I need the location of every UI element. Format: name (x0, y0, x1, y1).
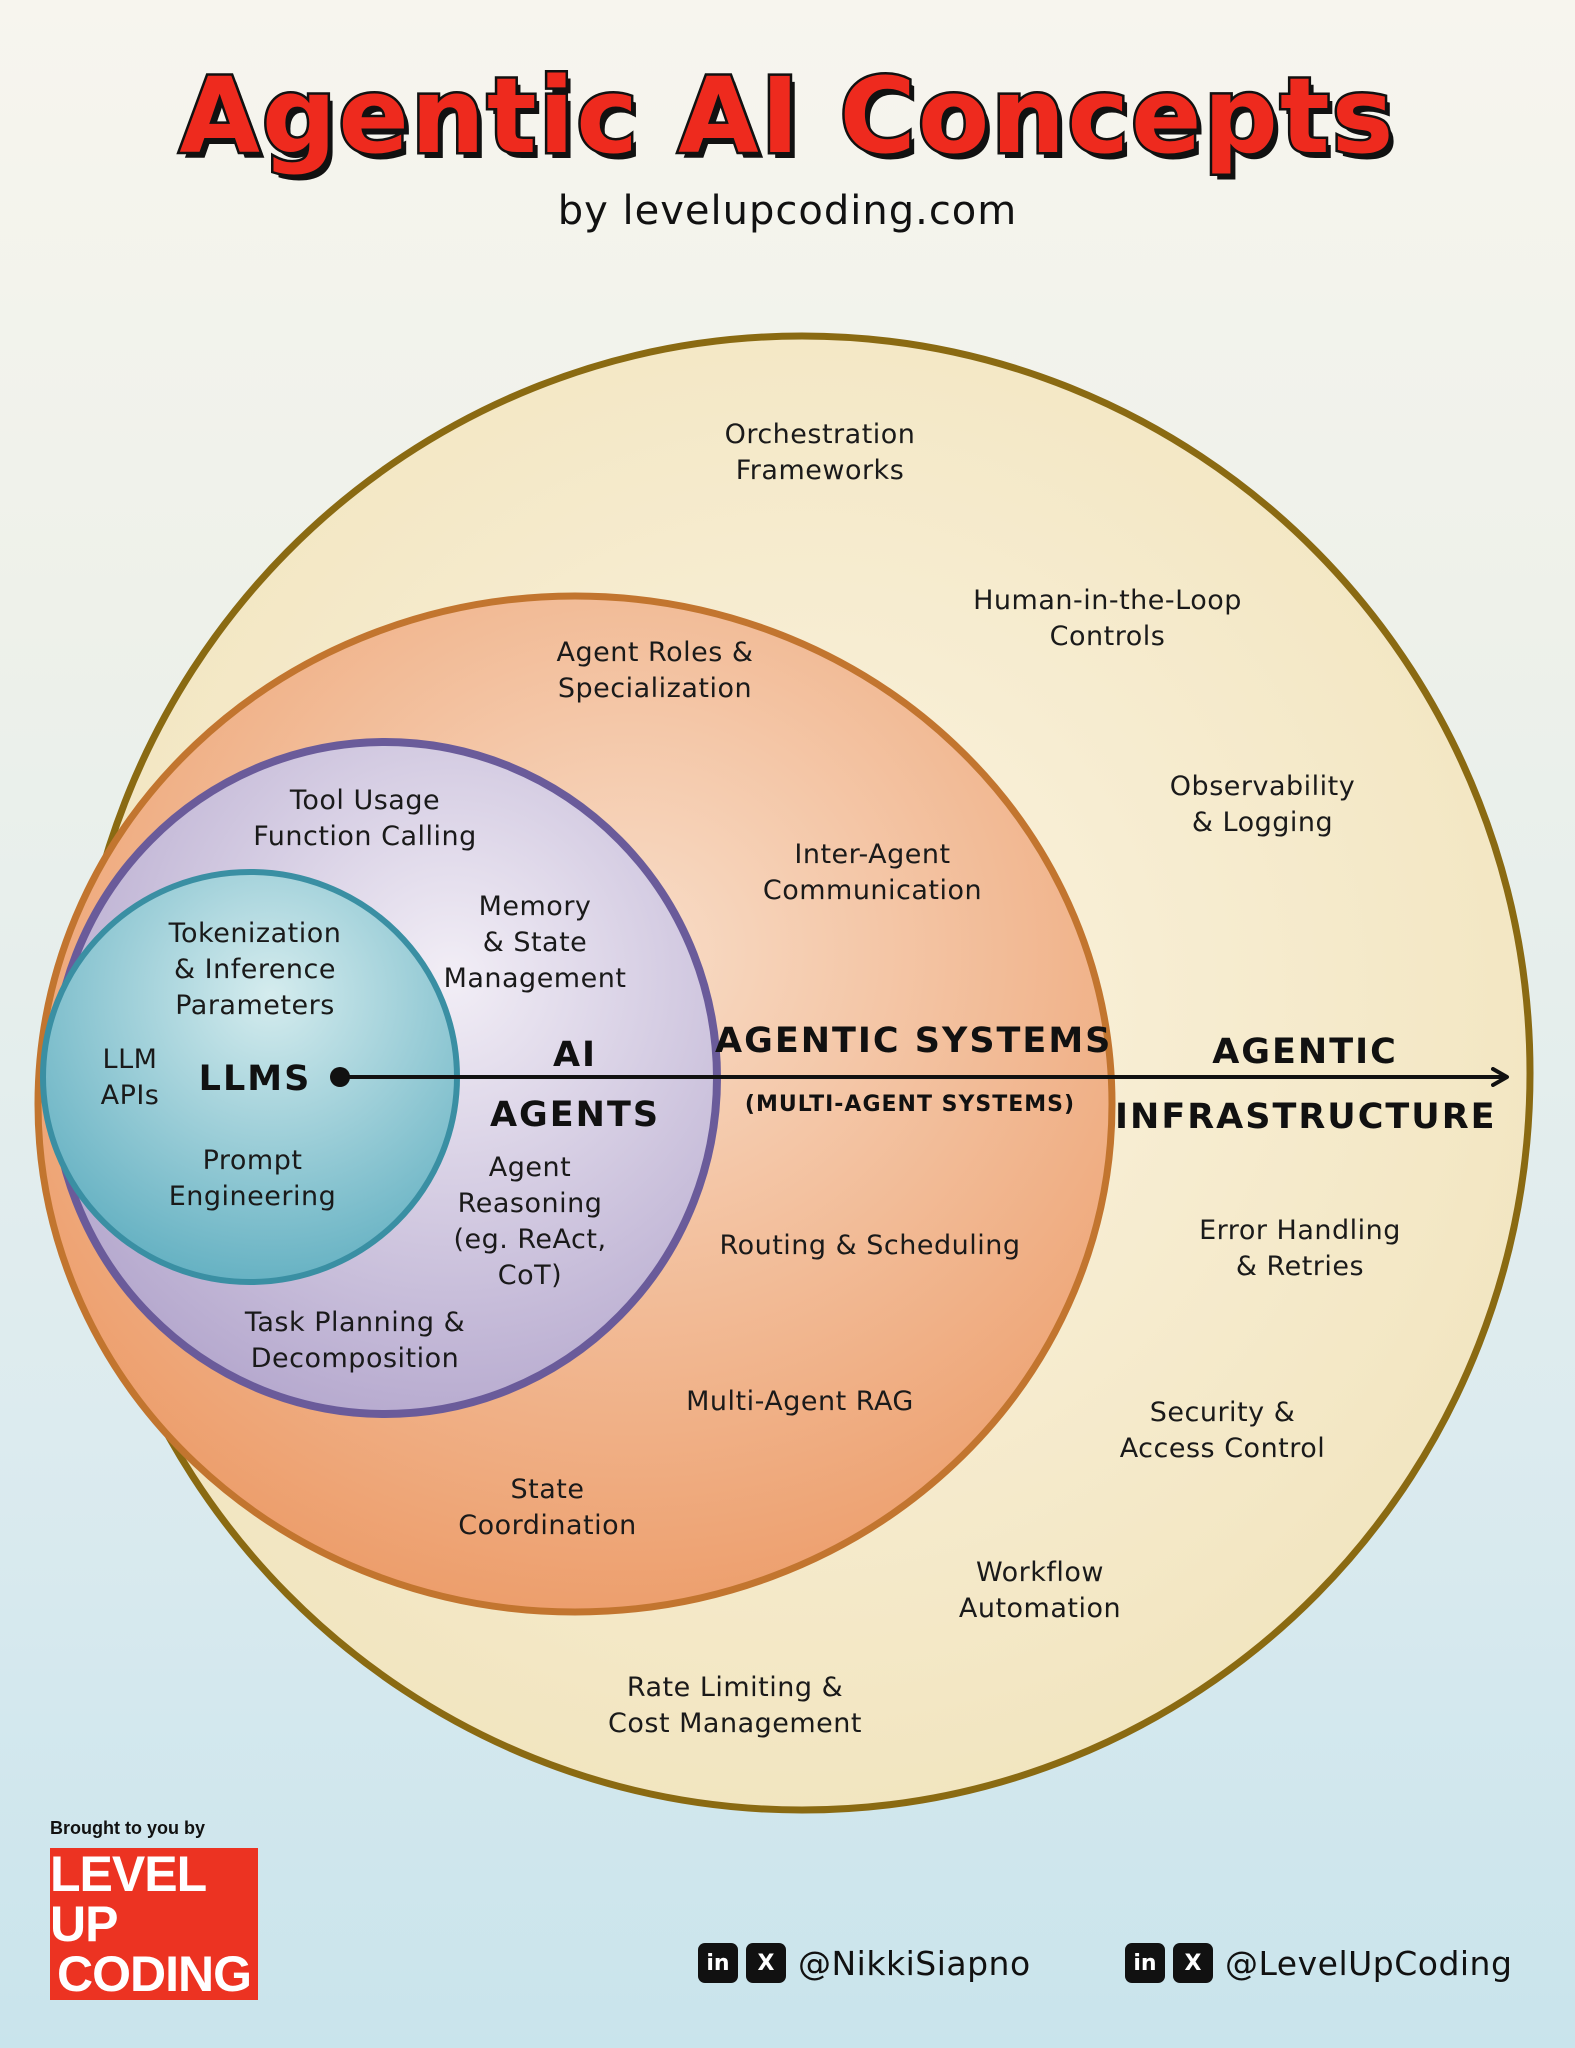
x-icon[interactable]: X (746, 1943, 786, 1983)
social-handle[interactable]: @LevelUpCoding (1225, 1943, 1513, 1983)
llms-heading: LLMS (198, 1059, 312, 1099)
linkedin-icon[interactable]: in (1125, 1943, 1165, 1983)
brought-to-you-by: Brought to you by (50, 1818, 205, 1838)
security-access-label: Security &Access Control (1119, 1397, 1326, 1464)
error-handling-label: Error Handling& Retries (1199, 1215, 1401, 1282)
page-subtitle: by levelupcoding.com (557, 188, 1018, 234)
routing-scheduling-label: Routing & Scheduling (719, 1230, 1021, 1261)
linkedin-icon[interactable]: in (698, 1943, 738, 1983)
task-planning-label: Task Planning &Decomposition (244, 1307, 466, 1374)
multi-agent-systems-subheading: (MULTI-AGENT SYSTEMS) (744, 1092, 1076, 1117)
social-handle[interactable]: @NikkiSiapno (798, 1943, 1031, 1983)
x-icon[interactable]: X (1173, 1943, 1213, 1983)
multi-agent-rag-label: Multi-Agent RAG (686, 1386, 914, 1417)
page-title: Agentic AI Concepts (177, 53, 1396, 180)
level-up-coding-logo: LEVEL UP CODING (50, 1848, 258, 2000)
agent-roles-label: Agent Roles &Specialization (556, 637, 754, 704)
social-levelupcoding[interactable]: in X @LevelUpCoding (1125, 1943, 1512, 1983)
arrow-origin-dot (330, 1067, 350, 1087)
social-nikki[interactable]: in X @NikkiSiapno (698, 1943, 1031, 1983)
agentic-systems-heading: AGENTIC SYSTEMS (715, 1021, 1113, 1061)
rate-limiting-label: Rate Limiting &Cost Management (608, 1672, 862, 1739)
observability-logging-label: Observability& Logging (1169, 771, 1356, 838)
